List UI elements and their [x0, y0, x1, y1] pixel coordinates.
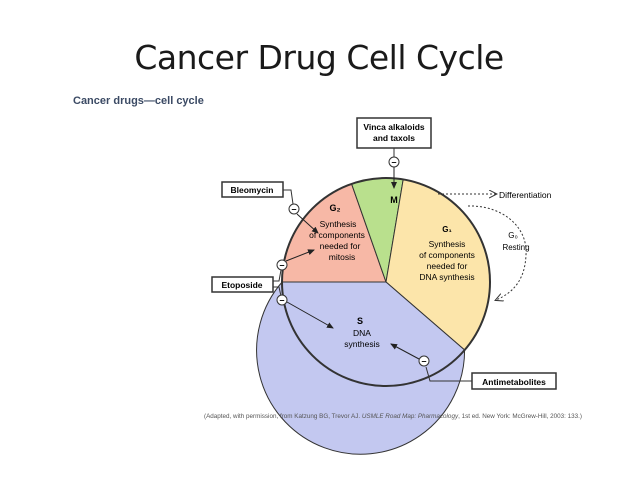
- antimetabolites-arrow: [390, 343, 420, 360]
- etoposide-label: Etoposide: [221, 280, 262, 290]
- g1-desc-line-3: needed for: [427, 261, 468, 271]
- g2-desc-line-1: Synthesis: [320, 219, 357, 229]
- g1-desc-line-1: Synthesis: [429, 239, 466, 249]
- etoposide-arrow-lower: [286, 301, 334, 329]
- s-desc-line-1: DNA: [353, 328, 371, 338]
- s-desc-line-2: synthesis: [344, 339, 379, 349]
- differentiation-label: Differentiation: [499, 190, 552, 200]
- g0-label: G₀: [508, 231, 518, 240]
- g1-desc-line-2: of components: [419, 250, 475, 260]
- s-phase-label: S: [357, 316, 363, 326]
- g2-desc-line-4: mitosis: [329, 252, 355, 262]
- bleomycin-arrow: [296, 213, 319, 234]
- bleomycin-inhibit-symbol: –: [291, 204, 296, 214]
- etoposide-connector-upper: [273, 269, 282, 282]
- g1-phase-label: G₁: [442, 225, 452, 234]
- antimetabolites-inhibit-symbol: –: [421, 356, 426, 366]
- g0-resting-label: Resting: [502, 243, 529, 252]
- etoposide-inhibit-marker-lower: [276, 294, 288, 306]
- figure-caption: Cancer drugs—cell cycle: [73, 95, 204, 107]
- bleomycin-connector: [283, 189, 294, 205]
- antimetabolites-inhibit-marker: [418, 355, 430, 367]
- vinca-label-line-2: and taxols: [373, 133, 415, 143]
- etoposide-inhibit-symbol-upper: –: [279, 260, 284, 270]
- m-phase-label: M: [390, 195, 398, 205]
- vinca-label-line-1: Vinca alkaloids: [363, 122, 425, 132]
- credit-prefix: (Adapted, with permission, from Katzung …: [204, 413, 362, 420]
- etoposide-box: [211, 276, 274, 293]
- figure-credit: (Adapted, with permission, from Katzung …: [204, 412, 584, 421]
- etoposide-connector-lower: [273, 286, 282, 297]
- bleomycin-label: Bleomycin: [231, 185, 274, 195]
- slide-title: Cancer Drug Cell Cycle: [134, 38, 504, 77]
- g0-exit-arrow: [467, 205, 527, 300]
- g1-desc-line-4: DNA synthesis: [419, 272, 474, 282]
- antimetabolites-connector: [425, 366, 472, 382]
- g2-phase-label: G₂: [330, 203, 341, 213]
- credit-book-title: USMLE Road Map: Pharmacology: [361, 413, 459, 420]
- etoposide-inhibit-symbol-lower: –: [279, 295, 284, 305]
- antimetabolites-label: Antimetabolites: [482, 377, 546, 387]
- g2-desc-line-2: of components: [309, 230, 365, 240]
- cell-cycle-outline: [281, 177, 491, 387]
- g2-desc-line-3: needed for: [320, 241, 361, 251]
- credit-suffix: , 1st ed. New York: McGrew-Hill, 2003: 1…: [458, 413, 582, 420]
- etoposide-arrow-upper: [285, 249, 315, 262]
- vinca-inhibit-symbol: –: [391, 157, 396, 167]
- bleomycin-inhibit-marker: [288, 203, 300, 215]
- s-phase-sector: [256, 281, 466, 455]
- etoposide-inhibit-marker-upper: [276, 259, 288, 271]
